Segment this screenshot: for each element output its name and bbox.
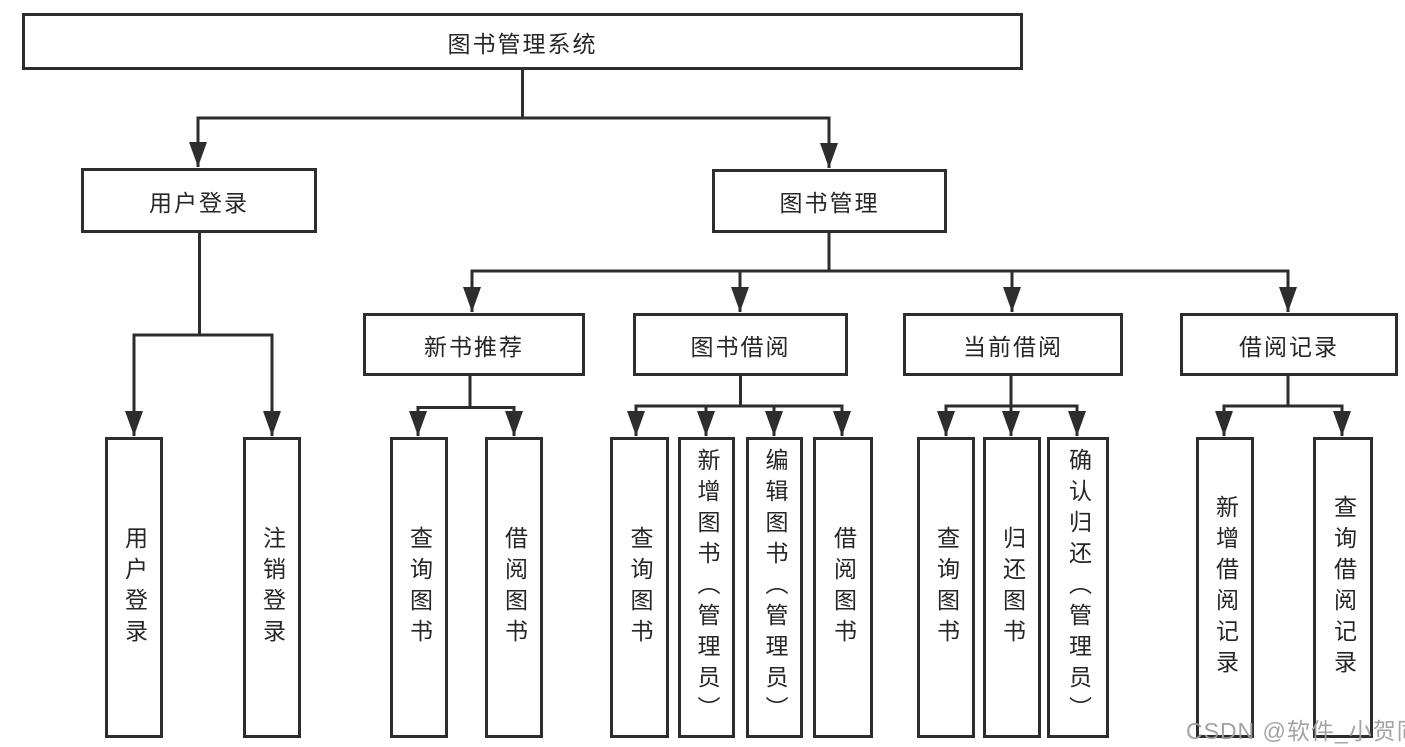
node-logout-leaf: 注销登录: [243, 437, 301, 738]
node-query-books-borrowing: 查询图书: [610, 437, 669, 738]
node-label: 图书管理系统: [447, 30, 598, 57]
node-label: 当前借阅: [963, 333, 1063, 360]
node-borrow-books-recommend: 借阅图书: [485, 437, 543, 738]
node-label: 借阅记录: [1239, 333, 1339, 360]
csdn-watermark: CSDN @软件_小贺同学: [1186, 718, 1405, 744]
node-label: 查询图书: [933, 525, 960, 650]
node-label: 新书推荐: [424, 333, 524, 360]
node-label: 借阅图书: [501, 525, 528, 650]
node-label: 查询图书: [627, 525, 653, 650]
node-label: 查询借阅记录: [1330, 494, 1357, 681]
node-label: 确认归还（管理员）: [1065, 448, 1092, 727]
node-borrowing-records: 借阅记录: [1180, 313, 1398, 376]
node-add-books-admin: 新增图书（管理员）: [678, 437, 735, 738]
node-user-login-branch: 用户登录: [81, 168, 317, 233]
node-label: 新增图书（管理员）: [694, 448, 720, 727]
node-confirm-return-admin: 确认归还（管理员）: [1047, 437, 1109, 738]
node-label: 用户登录: [121, 525, 148, 650]
node-label: 归还图书: [999, 525, 1026, 650]
node-return-books: 归还图书: [983, 437, 1041, 738]
node-book-management-branch: 图书管理: [712, 169, 947, 233]
node-add-borrow-record: 新增借阅记录: [1196, 437, 1254, 738]
node-label: 借阅图书: [830, 525, 857, 650]
node-library-management-system: 图书管理系统: [22, 13, 1023, 70]
node-edit-books-admin: 编辑图书（管理员）: [746, 437, 803, 738]
node-label: 图书借阅: [690, 333, 791, 360]
node-user-login-leaf: 用户登录: [105, 437, 163, 738]
node-label: 新增借阅记录: [1212, 494, 1239, 681]
node-label: 图书管理: [779, 190, 880, 216]
node-current-borrowing: 当前借阅: [903, 313, 1123, 376]
node-query-borrow-record: 查询借阅记录: [1313, 437, 1373, 738]
node-query-books-current: 查询图书: [917, 437, 975, 738]
node-label: 查询图书: [406, 525, 433, 650]
node-label: 用户登录: [149, 189, 249, 216]
node-book-borrowing: 图书借阅: [633, 313, 848, 376]
node-borrow-books-leaf: 借阅图书: [813, 437, 873, 738]
node-label: 编辑图书（管理员）: [762, 448, 788, 727]
node-label: 注销登录: [259, 525, 286, 650]
node-query-books-recommend: 查询图书: [390, 437, 448, 738]
node-new-book-recommendation: 新书推荐: [363, 313, 585, 376]
